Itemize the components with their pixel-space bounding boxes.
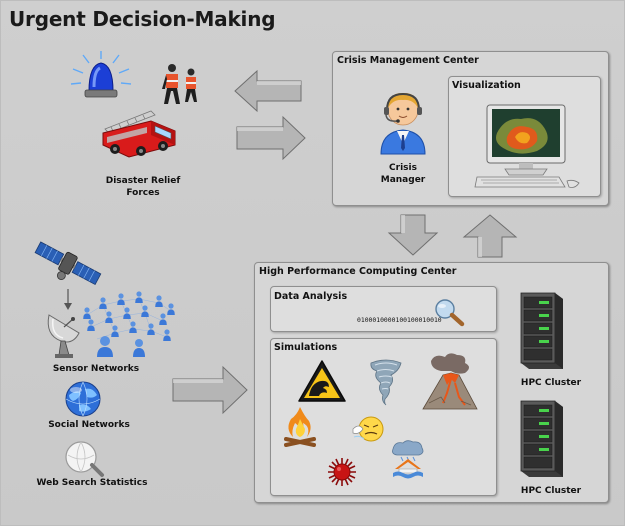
crisis-manager-label: Crisis Manager bbox=[363, 162, 443, 186]
crisis-manager-label-line2: Manager bbox=[380, 175, 426, 185]
visualization-panel: Visualization bbox=[448, 76, 601, 197]
hpc-cluster-label-2: HPC Cluster bbox=[520, 486, 582, 496]
rescuers-icon bbox=[162, 64, 197, 104]
tornado-icon bbox=[370, 359, 402, 406]
down-arrow-small bbox=[64, 289, 72, 310]
disaster-relief-label-line1: Disaster Relief bbox=[105, 176, 181, 186]
disaster-relief-label-line2: Forces bbox=[126, 188, 160, 198]
crisis-management-center-panel: Crisis Management Center Crisis Manager … bbox=[332, 51, 609, 206]
globe-icon bbox=[65, 381, 101, 417]
disaster-relief-label: Disaster Relief Forces bbox=[93, 175, 193, 199]
hpc-cluster-label-1: HPC Cluster bbox=[520, 378, 582, 388]
magnifier-icon bbox=[435, 299, 465, 327]
hpc-center-panel: High Performance Computing Center Data A… bbox=[254, 262, 609, 503]
arrow-right-to-hpc bbox=[172, 365, 248, 415]
people-network-icon bbox=[83, 291, 175, 357]
arrow-right-to-crisis-center bbox=[236, 115, 306, 161]
volcano-icon bbox=[422, 353, 478, 410]
arrow-down-to-hpc bbox=[387, 214, 439, 256]
sick-face-icon bbox=[352, 416, 384, 442]
virus-icon bbox=[328, 458, 356, 486]
satellite-icon bbox=[34, 241, 102, 286]
satellite-dish-icon bbox=[47, 314, 80, 358]
web-search-statistics-label: Web Search Statistics bbox=[36, 478, 148, 488]
data-analysis-title: Data Analysis bbox=[274, 291, 348, 302]
data-analysis-panel: Data Analysis 0100010000100100010010 000… bbox=[270, 286, 497, 390]
crisis-manager-label-line1: Crisis bbox=[389, 163, 417, 173]
page-title: Urgent Decision-Making bbox=[9, 7, 276, 31]
tsunami-warning-icon bbox=[298, 360, 346, 402]
server-rack-icon bbox=[520, 292, 563, 369]
arrow-left-to-relief bbox=[234, 69, 302, 113]
flood-house-icon bbox=[392, 440, 424, 479]
monitor-map-icon bbox=[474, 104, 580, 188]
simulations-title: Simulations bbox=[274, 342, 338, 353]
fire-truck-icon bbox=[102, 110, 176, 158]
arrow-up-to-crisis-center bbox=[462, 214, 518, 258]
sensor-networks-label: Sensor Networks bbox=[52, 364, 140, 374]
magnifier-globe-icon bbox=[65, 441, 104, 477]
server-rack-icon bbox=[520, 400, 563, 477]
social-networks-label: Social Networks bbox=[48, 420, 130, 430]
crisis-center-title: Crisis Management Center bbox=[337, 55, 479, 66]
binary-line-1: 0100010000100100010010 bbox=[357, 316, 442, 324]
simulations-panel: Simulations bbox=[270, 338, 497, 496]
campfire-icon bbox=[284, 407, 316, 447]
siren-icon bbox=[70, 51, 132, 98]
visualization-title: Visualization bbox=[452, 80, 521, 91]
hpc-center-title: High Performance Computing Center bbox=[259, 266, 457, 277]
crisis-manager-icon bbox=[380, 92, 426, 155]
